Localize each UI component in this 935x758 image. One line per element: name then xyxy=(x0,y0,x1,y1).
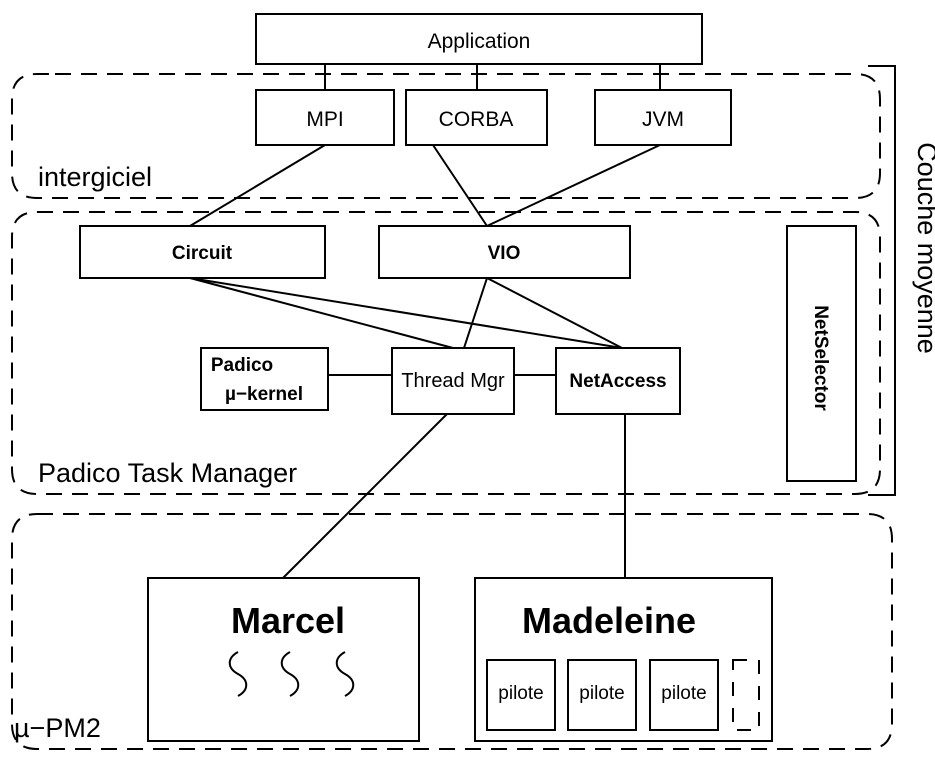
pilote-label: pilote xyxy=(661,683,706,704)
padico-kernel-box xyxy=(200,347,329,411)
pilote-label: pilote xyxy=(498,683,543,704)
intergiciel-zone-border xyxy=(11,73,881,199)
madeleine-label: Madeleine xyxy=(522,600,696,641)
pilote-box xyxy=(486,659,556,731)
corba-label: CORBA xyxy=(439,108,514,131)
marcel-label: Marcel xyxy=(231,600,345,641)
connector-vio-netaccess xyxy=(486,277,623,349)
extra-pilote-placeholder xyxy=(732,659,760,731)
intergiciel-zone-label: intergiciel xyxy=(38,162,152,192)
mpi-label: MPI xyxy=(306,108,343,131)
jvm-box xyxy=(594,89,732,146)
circuit-box xyxy=(79,225,326,279)
couche-moyenne-bracket xyxy=(868,65,896,496)
padico-kernel-label-line1: Padico xyxy=(211,355,273,376)
pilote-label: pilote xyxy=(579,683,624,704)
circuit-label: Circuit xyxy=(172,243,233,264)
thread-squiggle-icon xyxy=(335,651,355,697)
netaccess-box xyxy=(555,347,681,415)
connector-circuit-threadmgr xyxy=(189,277,454,349)
connector-threadmgr-marcel xyxy=(282,413,448,579)
thread-squiggles xyxy=(228,651,355,697)
task-manager-zone-label: Padico Task Manager xyxy=(38,458,297,488)
corba-box xyxy=(405,89,548,146)
thread-mgr-label: Thread Mgr xyxy=(401,370,505,392)
connector-circuit-netaccess xyxy=(189,277,623,349)
padico-kernel-label-line2: µ−kernel xyxy=(225,384,303,405)
pilote-box xyxy=(649,659,719,731)
task-manager-zone-border xyxy=(11,211,881,495)
jvm-label: JVM xyxy=(642,108,684,131)
thread-squiggle-icon xyxy=(228,651,248,697)
pm2-zone-label: µ−PM2 xyxy=(14,713,101,743)
application-label: Application xyxy=(428,30,531,53)
pilote-box xyxy=(567,659,637,731)
netselector-box xyxy=(786,225,857,482)
couche-moyenne-label: Couche moyenne xyxy=(912,142,935,354)
thread-mgr-box xyxy=(391,347,515,415)
vio-box xyxy=(378,225,631,279)
netselector-label: NetSelector xyxy=(810,305,831,411)
mpi-box xyxy=(255,89,395,146)
connector-mpi-circuit xyxy=(189,144,326,227)
connectors xyxy=(189,64,661,579)
application-box xyxy=(255,13,703,65)
vio-label: VIO xyxy=(488,243,521,264)
connector-corba-vio xyxy=(432,144,488,227)
pm2-zone-border xyxy=(11,513,893,750)
connector-vio-threadmgr xyxy=(463,277,488,349)
thread-squiggle-icon xyxy=(280,651,300,697)
connector-jvm-vio xyxy=(486,144,661,227)
marcel-box xyxy=(147,577,420,742)
netaccess-label: NetAccess xyxy=(569,371,666,392)
